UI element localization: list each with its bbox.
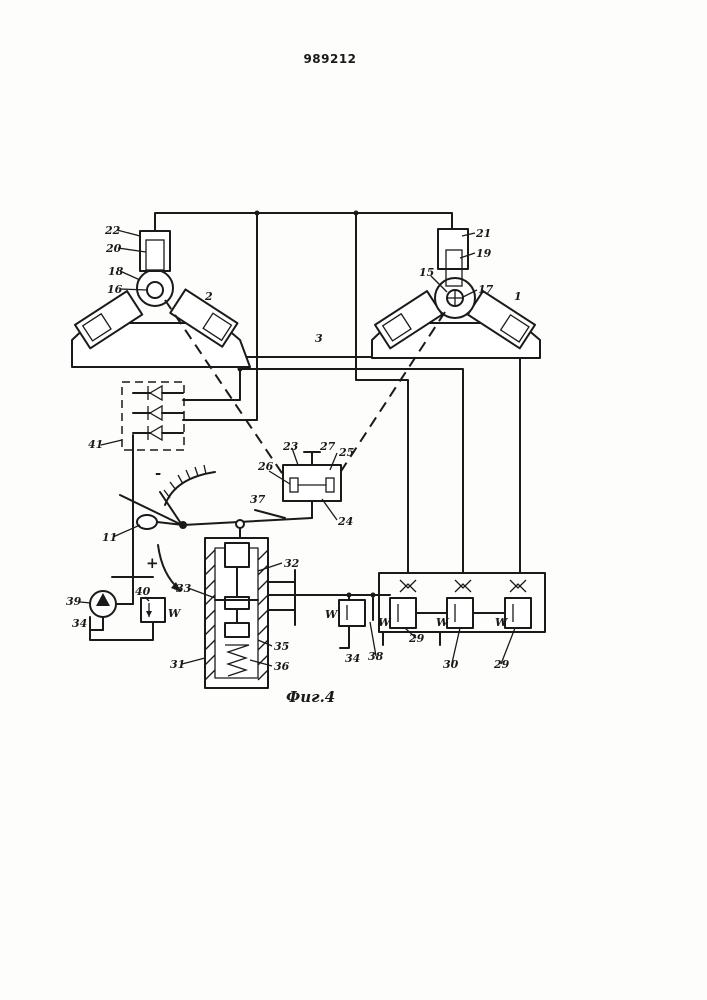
- plus-sign: +: [146, 554, 159, 572]
- label-34-right: 34: [345, 652, 360, 665]
- label-37: 37: [250, 493, 266, 506]
- label-32: 32: [284, 557, 300, 570]
- minus-sign: -: [155, 464, 161, 482]
- label-2: 2: [204, 290, 213, 303]
- label-25: 25: [338, 446, 354, 459]
- label-11: 11: [102, 531, 117, 544]
- label-w-valve-29a: W: [378, 616, 392, 629]
- label-39: 39: [66, 595, 82, 608]
- left-radial-unit: [72, 231, 250, 367]
- label-23: 23: [282, 440, 299, 453]
- label-31: 31: [170, 658, 185, 671]
- label-21: 21: [475, 227, 491, 240]
- label-3: 3: [315, 332, 323, 345]
- label-30: 30: [443, 658, 459, 671]
- label-w-valve-30: W: [436, 616, 450, 629]
- valve-bank: [339, 573, 545, 648]
- label-35: 35: [274, 640, 289, 653]
- pilot-valve-31: [205, 538, 268, 688]
- label-24: 24: [337, 515, 353, 528]
- controller-unit: [283, 452, 341, 518]
- figure-caption: Фиг.4: [286, 688, 335, 706]
- label-w-valve-40: W: [168, 607, 182, 620]
- label-19: 19: [476, 247, 492, 260]
- label-26: 26: [257, 460, 274, 473]
- label-w-valve-38: W: [325, 608, 339, 621]
- label-27: 27: [319, 440, 336, 453]
- label-40: 40: [135, 585, 151, 598]
- label-36: 36: [274, 660, 290, 673]
- label-w-valve-29b: W: [495, 616, 509, 629]
- label-29-right: 29: [493, 658, 510, 671]
- label-17: 17: [478, 283, 494, 296]
- document-number: 989212: [303, 52, 356, 66]
- label-29-left: 29: [408, 632, 425, 645]
- relief-valve-40: [141, 598, 165, 622]
- check-valve-block-41: [122, 382, 184, 450]
- pump-39: [90, 577, 133, 630]
- label-1: 1: [514, 290, 522, 303]
- label-34-left: 34: [72, 617, 87, 630]
